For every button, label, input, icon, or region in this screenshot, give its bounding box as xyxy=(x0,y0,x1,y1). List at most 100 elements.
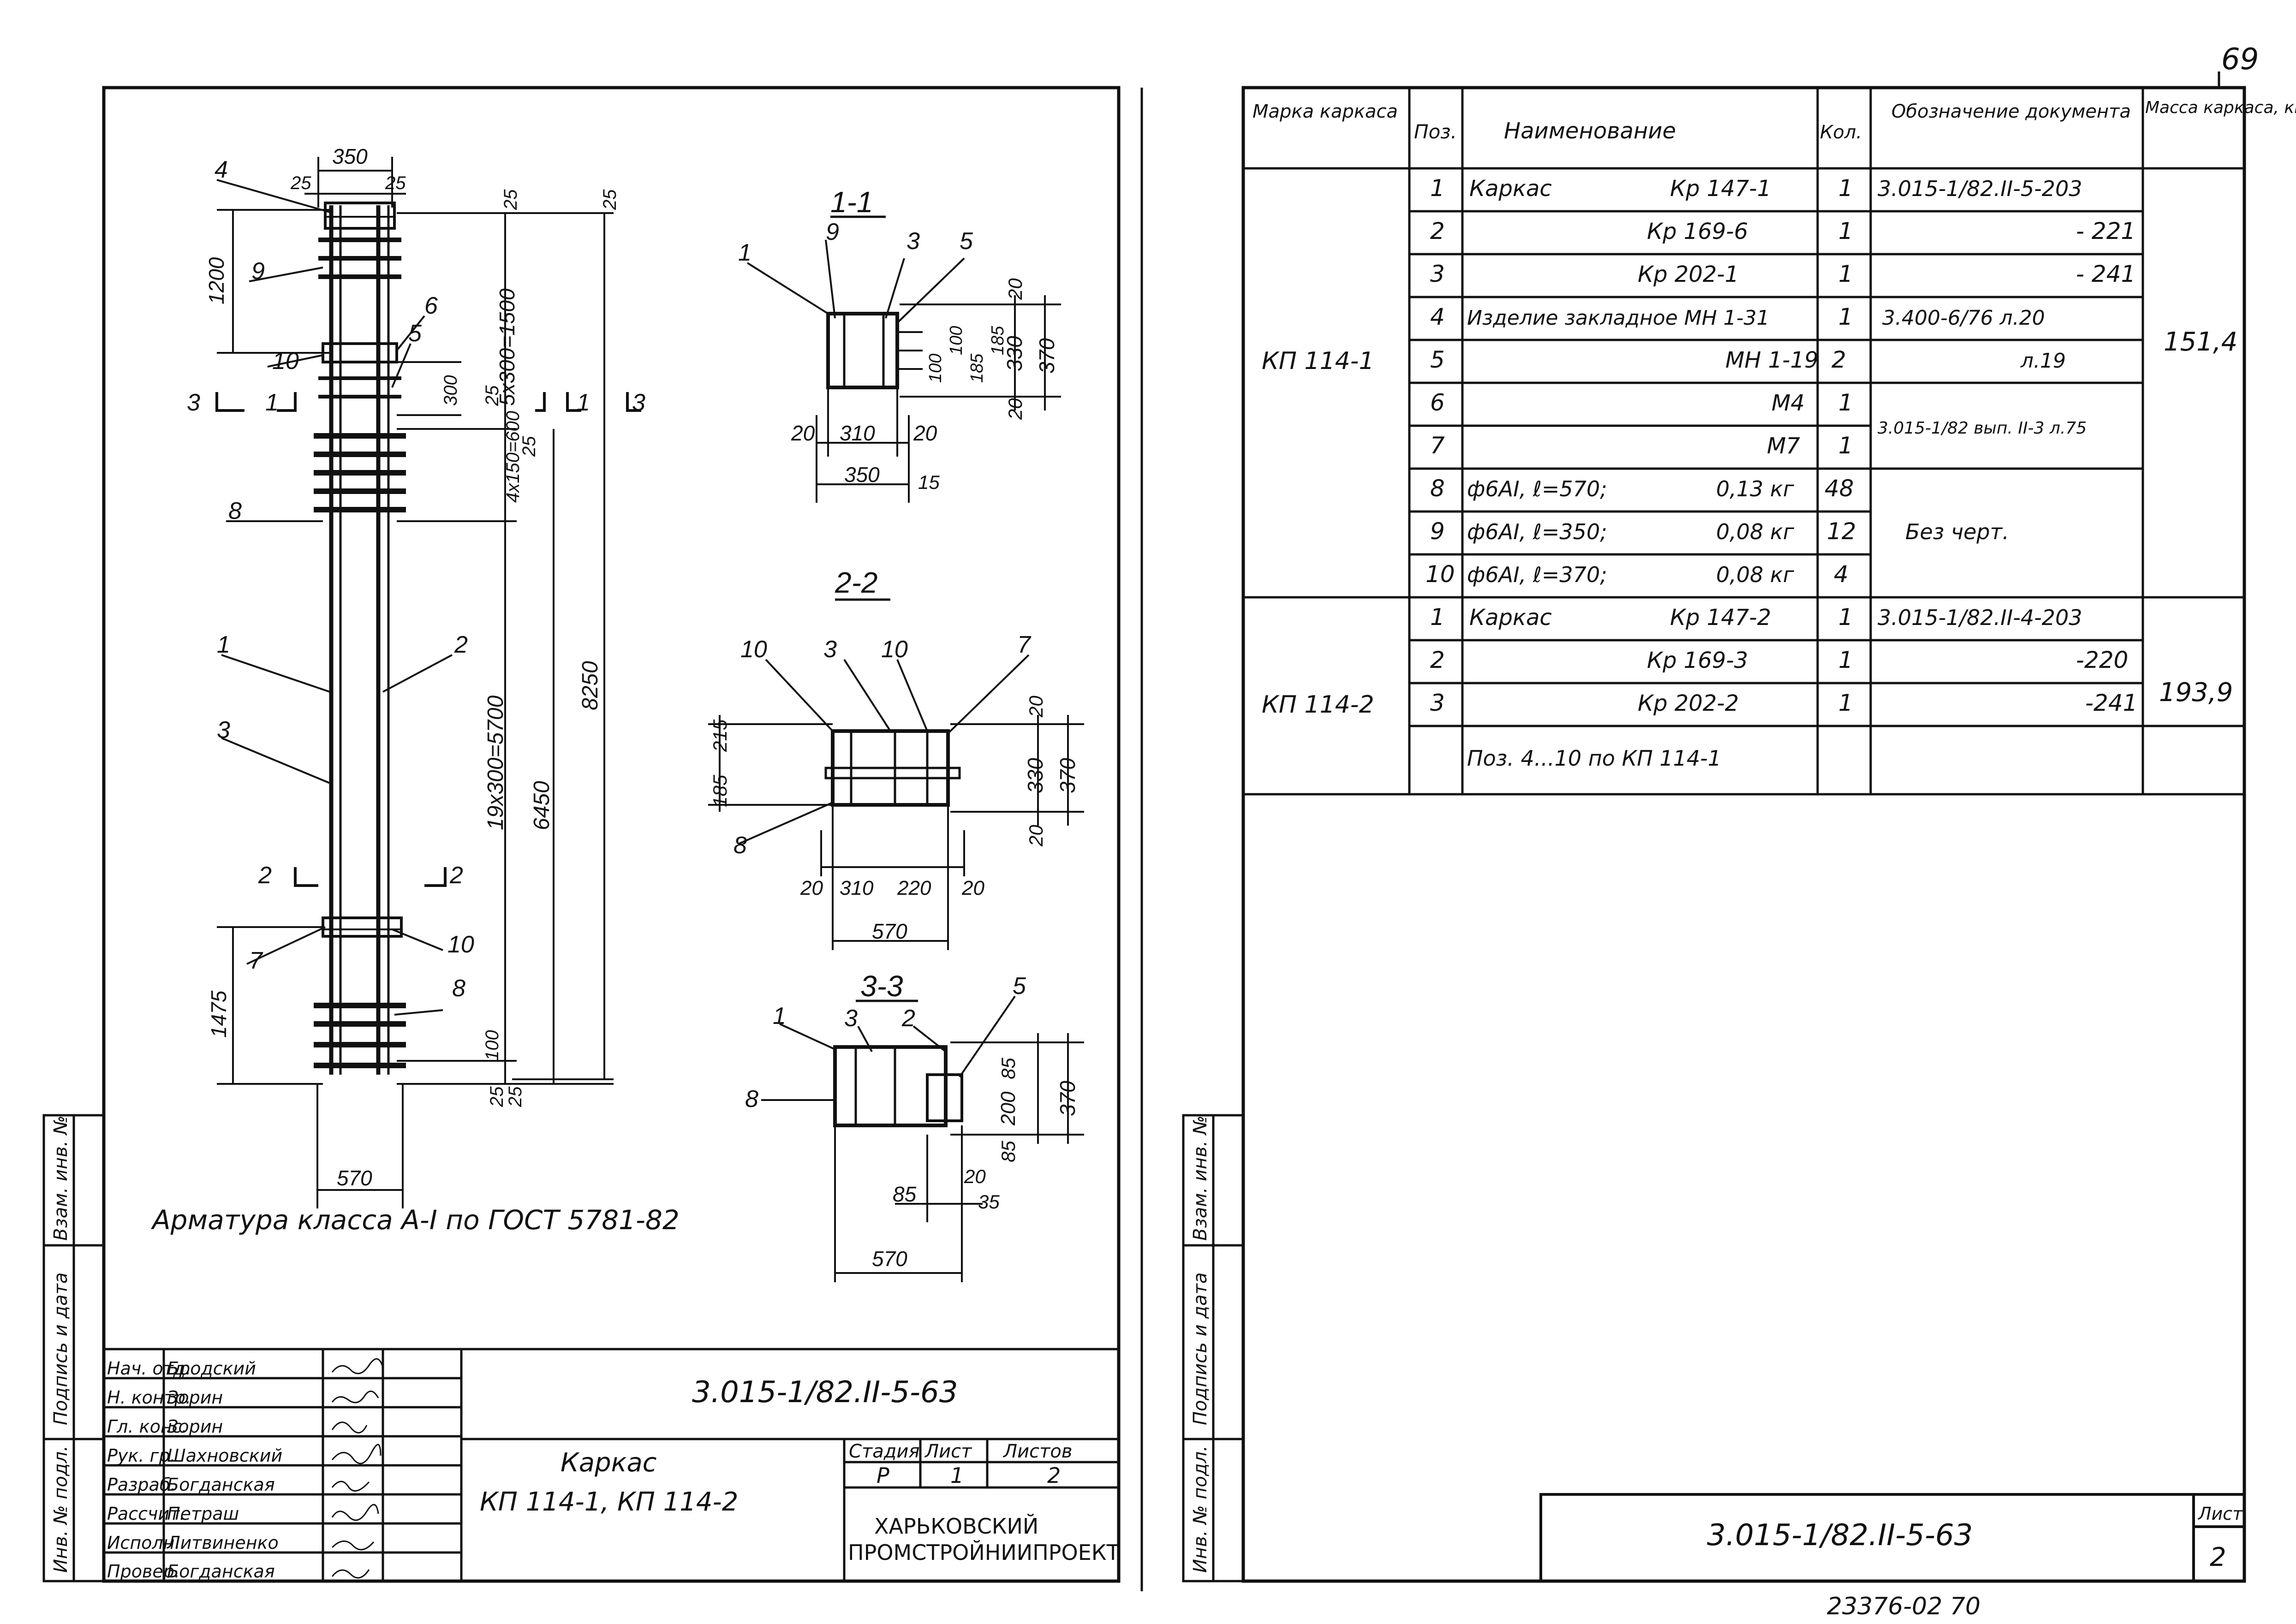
section-3-3-label: 3-3 xyxy=(860,970,903,1003)
s22-dim-570: 570 xyxy=(872,919,907,943)
row-9-qty: 4 xyxy=(1834,561,1849,588)
s22-callout-10b: 10 xyxy=(881,636,908,663)
callout-2: 2 xyxy=(454,631,468,658)
row-5-pos: 6 xyxy=(1430,389,1445,416)
dim-25h: 25 xyxy=(505,1086,525,1107)
left-doc-code: 3.015-1/82.II-5-63 xyxy=(692,1375,958,1410)
callout-10-top: 10 xyxy=(272,348,299,375)
name-2: Зорин xyxy=(167,1416,223,1437)
row-6-qty: 1 xyxy=(1838,432,1853,459)
row-9-name: ф6АI, ℓ=370; xyxy=(1467,562,1607,587)
name-4: Богданская xyxy=(167,1475,275,1495)
row-11-qty: 1 xyxy=(1838,647,1853,673)
callout-7: 7 xyxy=(249,947,263,974)
spec-table-grid xyxy=(1243,88,2244,796)
dim-6450: 6450 xyxy=(530,781,554,830)
dim-top-25d: 25 xyxy=(600,189,620,210)
callout-8-bottom: 8 xyxy=(452,975,465,1002)
group-mark-0: КП 114-1 xyxy=(1262,347,1374,375)
s33-callout-5: 5 xyxy=(1013,973,1026,999)
callout-9: 9 xyxy=(251,258,265,285)
right-doc-code: 3.015-1/82.II-5-63 xyxy=(1707,1518,1973,1553)
left-side-label-replace: Взам. инв. № xyxy=(50,1115,72,1241)
s11-dim-185b: 185 xyxy=(988,326,1008,355)
dim-25g: 25 xyxy=(487,1086,507,1107)
row-2-name2: Кр 202-1 xyxy=(1638,262,1739,287)
elevation-texts: 350 25 25 25 25 1200 5х300=1500 300 25 2… xyxy=(150,144,680,1236)
dim-100: 100 xyxy=(482,1030,502,1061)
left-side-label-sign: Подпись и дата xyxy=(50,1273,72,1425)
org-line1: ХАРЬКОВСКИЙ xyxy=(874,1514,1038,1539)
row-6-doc: 3.015-1/82 вып. II-3 л.75 xyxy=(1878,419,2087,438)
dim-8250: 8250 xyxy=(578,661,602,710)
s22-dim-370: 370 xyxy=(1056,758,1079,793)
s11-dim-350: 350 xyxy=(844,463,880,487)
dim-1200: 1200 xyxy=(204,257,228,304)
callout-3: 3 xyxy=(217,717,230,744)
left-sheet-frame xyxy=(102,86,1143,1591)
callout-4: 4 xyxy=(215,156,228,183)
name-7: Богданская xyxy=(167,1561,275,1582)
s11-dim-330: 330 xyxy=(1002,336,1026,371)
dim-top-25a: 25 xyxy=(290,173,311,193)
sheet-value: 1 xyxy=(950,1463,964,1488)
row-12-qty: 1 xyxy=(1838,690,1853,716)
row-12-doc: -241 xyxy=(2085,690,2137,716)
row-11-name2: Кр 169-3 xyxy=(1647,648,1748,673)
cut-mark-2b: 2 xyxy=(449,862,463,889)
callout-8-top: 8 xyxy=(228,498,242,524)
right-side-label-sign: Подпись и дата xyxy=(1190,1273,1211,1425)
stage-value: Р xyxy=(877,1463,889,1488)
row-7-name2: 0,13 кг xyxy=(1716,476,1795,501)
row-5-name2: М4 xyxy=(1771,390,1805,416)
s22-dim-20c: 20 xyxy=(1025,696,1047,718)
row-8-name: ф6АI, ℓ=350; xyxy=(1467,519,1607,544)
dim-25f: 25 xyxy=(519,436,539,457)
s22-dim-330: 330 xyxy=(1023,758,1047,793)
s22-dim-220: 220 xyxy=(897,877,931,899)
s33-callout-2: 2 xyxy=(901,1005,915,1032)
right-side-strip xyxy=(1182,1114,1245,1582)
row-6-pos: 7 xyxy=(1430,432,1445,459)
row-1-doc: - 221 xyxy=(2076,218,2135,244)
dim-5x300: 5х300=1500 xyxy=(495,288,519,406)
row-10-name: Каркас xyxy=(1469,605,1552,631)
left-title-line1: Каркас xyxy=(561,1448,657,1478)
row-3-doc: 3.400-6/76 л.20 xyxy=(1882,306,2045,330)
name-0: Бродский xyxy=(167,1358,256,1379)
s22-dim-20d: 20 xyxy=(1025,825,1047,847)
section-2-2 xyxy=(708,598,1084,950)
row-1-name2: Кр 169-6 xyxy=(1647,219,1748,244)
spec-table-groups: КП 114-1 151,4 КП 114-2 193,9 xyxy=(1262,327,2237,719)
dim-top-25b: 25 xyxy=(385,173,406,193)
hdr-mass: Масса каркаса, кг xyxy=(2145,98,2296,117)
right-stamp xyxy=(1539,1493,2246,1582)
hdr-pos: Поз. xyxy=(1414,120,1457,143)
s22-dim-20a: 20 xyxy=(800,877,823,899)
s33-dim-35: 35 xyxy=(978,1191,1000,1213)
s33-callout-3: 3 xyxy=(844,1005,858,1032)
s22-callout-7: 7 xyxy=(1017,631,1032,658)
s33-callout-1: 1 xyxy=(773,1003,786,1029)
name-1: Зорин xyxy=(167,1387,223,1408)
hdr-mark: Марка каркаса xyxy=(1252,101,1398,122)
section-1-1 xyxy=(746,215,1061,503)
callout-1: 1 xyxy=(217,631,230,658)
section-1-1-texts: 1-1 1 9 3 5 20 310 20 350 15 20 330 20 3… xyxy=(738,185,1059,493)
row-4-qty: 2 xyxy=(1831,346,1846,373)
row-12-pos: 3 xyxy=(1430,690,1445,716)
section-2-2-label: 2-2 xyxy=(835,566,878,599)
hdr-qty: Кол. xyxy=(1820,122,1862,143)
s22-dim-185: 185 xyxy=(709,774,731,807)
group-mass-1: 193,9 xyxy=(2159,678,2233,708)
s11-dim-20d: 20 xyxy=(1004,398,1026,420)
s33-dim-200: 200 xyxy=(997,1091,1020,1126)
s11-dim-370: 370 xyxy=(1035,338,1059,374)
left-title-block xyxy=(102,1348,1120,1582)
role-5: Рассчит. xyxy=(107,1504,185,1524)
s11-dim-20a: 20 xyxy=(791,421,815,445)
role-0: Нач. отд. xyxy=(107,1358,191,1379)
s22-callout-10a: 10 xyxy=(740,636,767,663)
org-line2: ПРОМСТРОЙНИИПРОЕКТ xyxy=(848,1540,1120,1565)
hdr-sheets: Листов xyxy=(1002,1441,1072,1462)
